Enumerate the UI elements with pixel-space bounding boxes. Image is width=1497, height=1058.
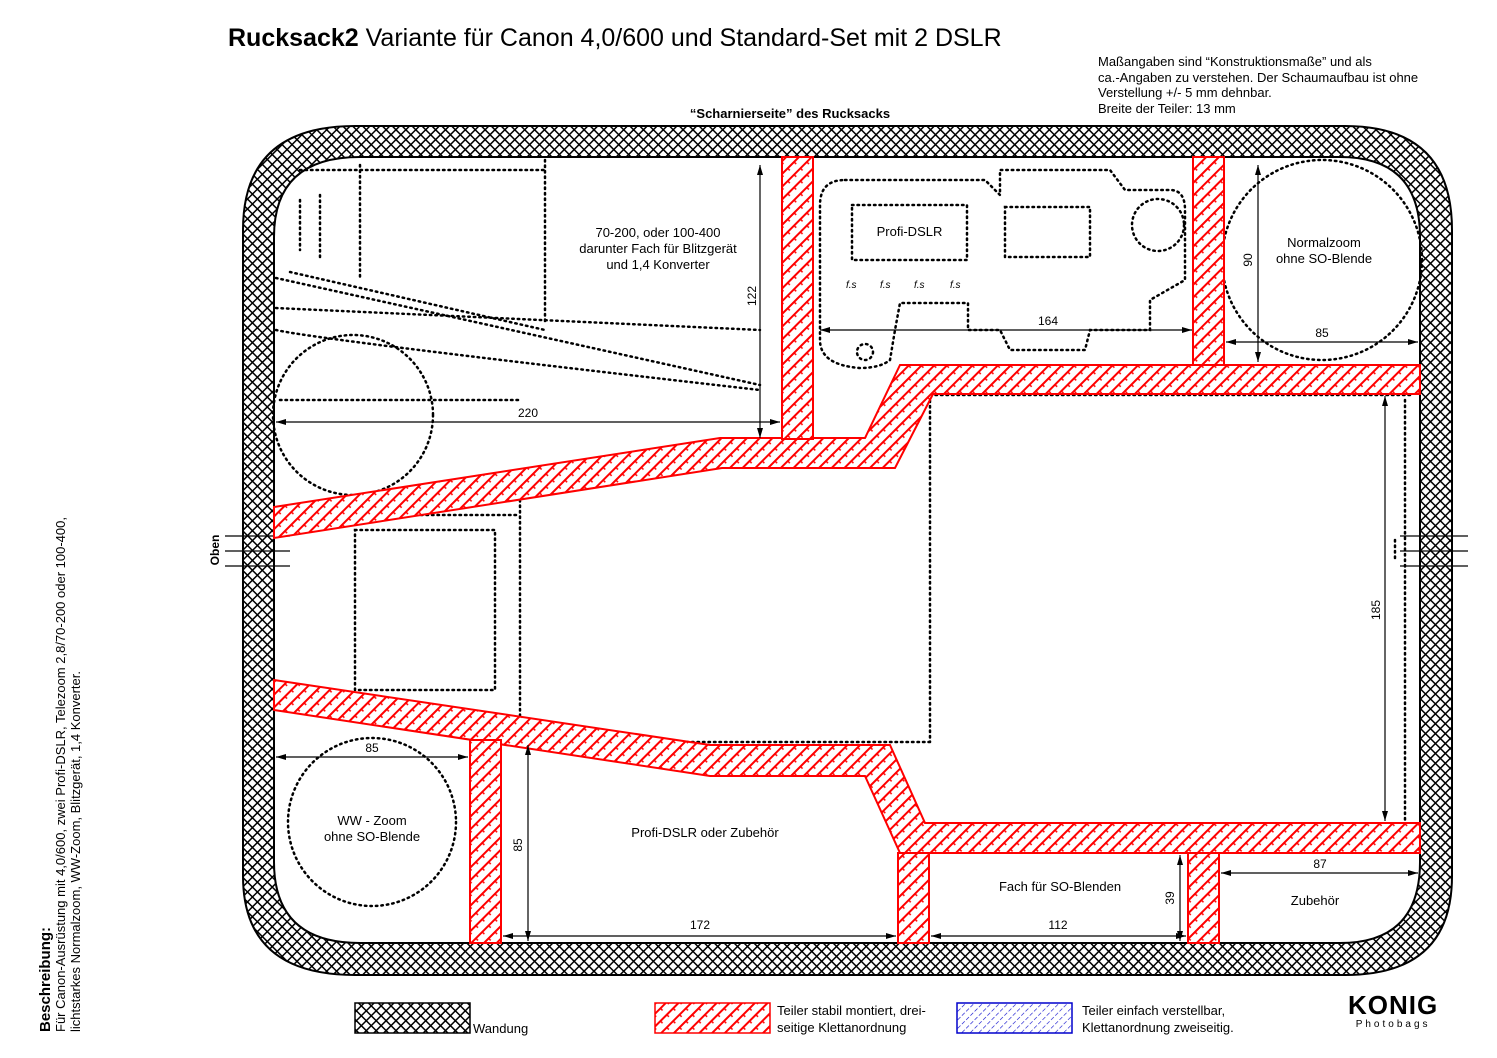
note-line: Breite der Teiler: 13 mm: [1098, 100, 1236, 116]
title-rest: Variante für Canon 4,0/600 und Standard-…: [358, 24, 1002, 52]
label-profi-dslr-zubehoer: Profi-DSLR oder Zubehör: [631, 825, 779, 840]
note-line: Verstellung +/- 5 mm dehnbar.: [1098, 85, 1272, 100]
divider-bottom-vertical-3: [1187, 852, 1220, 944]
dim-122: 122: [745, 286, 759, 306]
brand-logo: KONIG Photobags: [1348, 990, 1438, 1030]
dim-90: 90: [1241, 253, 1255, 267]
svg-text:f.s: f.s: [880, 280, 891, 291]
dim-85-left: 85: [365, 741, 379, 755]
divider-upper-diagonal: [273, 364, 1421, 540]
divider-lower-diagonal: [273, 678, 1421, 854]
title-bold: Rucksack2: [228, 24, 359, 52]
divider-top-vertical-1: [781, 156, 814, 440]
big-lens-outline: [278, 393, 1412, 744]
legend-adjustable-swatch: [956, 1002, 1073, 1034]
logo-sub: Photobags: [1355, 1019, 1431, 1030]
dslr-body-outline: [818, 168, 1187, 370]
dim-185: 185: [1369, 600, 1383, 620]
logo-brand: KONIG: [1348, 990, 1439, 1020]
label-line: ohne SO-Blende: [323, 829, 421, 844]
lens-outline-upper-left: [271, 333, 435, 497]
dimension-note: Maßangaben sind “Konstruktionsmaße” und …: [1098, 54, 1418, 116]
note-line: Maßangaben sind “Konstruktionsmaße” und …: [1098, 54, 1372, 69]
svg-text:f.s: f.s: [950, 280, 961, 291]
outer-wall: [242, 125, 1453, 976]
legend-wall-swatch: [354, 1002, 471, 1034]
right-end-outline: [1393, 398, 1407, 822]
legend-fixed-label-1: Teiler stabil montiert, drei-: [777, 1003, 926, 1018]
dslr-dial-outline: [855, 342, 875, 362]
legend-adjustable-label-1: Teiler einfach verstellbar,: [1082, 1003, 1225, 1018]
legend-adjustable-label-2: Klettanordnung zweiseitig.: [1082, 1020, 1234, 1035]
lens-cap-outline: [1130, 197, 1186, 253]
label-normalzoom: Normalzoom ohne SO-Blende: [1255, 235, 1393, 267]
label-line: 70-200, oder 100-400: [595, 225, 721, 240]
dim-85-top: 85: [1315, 326, 1329, 340]
legend-fixed-label-2: seitige Klettanordnung: [777, 1020, 906, 1035]
dim-164: 164: [1038, 314, 1058, 328]
page-title: Rucksack2 Variante für Canon 4,0/600 und…: [228, 24, 1002, 53]
aperture-markings: f.s f.s f.s f.s: [846, 280, 961, 291]
left-end-outline: [298, 193, 322, 262]
label-line: Normalzoom: [1287, 235, 1361, 250]
label-line: WW - Zoom: [337, 813, 407, 828]
dslr-grip-outline: [1003, 205, 1092, 259]
label-telezoom: 70-200, oder 100-400 darunter Fach für B…: [548, 225, 768, 273]
label-line: und 1,4 Konverter: [606, 257, 710, 272]
divider-bottom-vertical-1: [469, 739, 502, 944]
big-lens-hood-outline: [353, 513, 522, 692]
lens-outline-ww-zoom: [286, 736, 458, 908]
note-line: ca.-Angaben zu verstehen. Der Schaumaufb…: [1098, 69, 1419, 85]
legend-fixed-swatch: [654, 1002, 771, 1034]
divider-bottom-vertical-2: [897, 852, 930, 944]
dim-220: 220: [518, 406, 538, 420]
label-so-blenden: Fach für SO-Blenden: [998, 879, 1122, 894]
svg-text:f.s: f.s: [914, 280, 925, 291]
label-profi-dslr: Profi-DSLR: [876, 224, 943, 239]
label-zubehoer: Zubehör: [1290, 893, 1340, 908]
telezoom-outline: [288, 158, 547, 332]
dim-172: 172: [690, 918, 710, 932]
dslr-display-outline: [850, 203, 969, 262]
label-line: darunter Fach für Blitzgerät: [579, 241, 737, 256]
dim-112: 112: [1048, 918, 1067, 932]
dim-85-vertical: 85: [511, 838, 525, 852]
svg-text:f.s: f.s: [846, 280, 857, 291]
hinge-label: “Scharnierseite” des Rucksacks: [690, 106, 890, 121]
dim-39: 39: [1163, 891, 1177, 905]
label-line: ohne SO-Blende: [1275, 251, 1373, 266]
side-markers-right: [1400, 535, 1468, 567]
legend-wall-label: Wandung: [473, 1021, 528, 1036]
divider-top-vertical-2: [1192, 156, 1225, 366]
label-ww-zoom: WW - Zoom ohne SO-Blende: [302, 813, 442, 845]
tele-lens-outline: [274, 276, 762, 392]
dim-87: 87: [1313, 857, 1327, 871]
top-label: Oben: [208, 535, 222, 566]
